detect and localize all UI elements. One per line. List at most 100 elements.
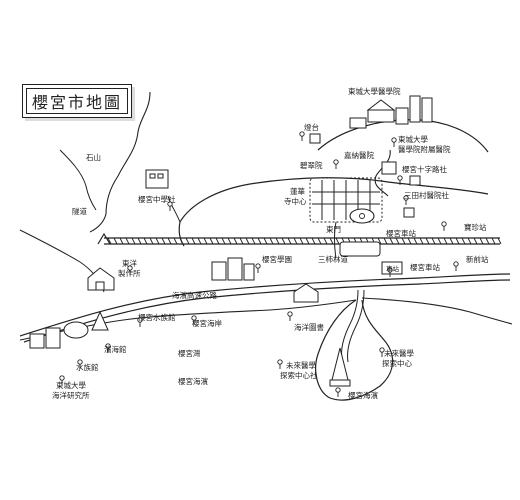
pin-head xyxy=(335,387,341,393)
rail-tie xyxy=(239,237,244,245)
pin-head xyxy=(59,375,65,381)
label-sakura-mall: 櫻宮車站 xyxy=(386,228,416,238)
pin-head xyxy=(287,311,293,317)
rail-tie xyxy=(263,237,268,245)
label-mountain: 石山 xyxy=(86,152,101,162)
pin-head xyxy=(379,347,385,353)
rail-tie xyxy=(419,237,424,245)
lighthouse-building xyxy=(309,133,321,144)
label-east-gate: 東門 xyxy=(326,224,341,234)
label-sakura-station: 櫻宮車站 xyxy=(410,262,440,272)
label-hospital-bottom: 醫學院附屬醫院 xyxy=(398,144,451,154)
rail-tie xyxy=(479,237,484,245)
rail-tie xyxy=(113,237,118,245)
rail-tie xyxy=(473,237,478,245)
rail-tie xyxy=(425,237,430,245)
mountain-ridge-2 xyxy=(59,149,97,211)
rail-tie xyxy=(497,237,502,245)
label-sanbashi-road: 三柿林道 xyxy=(318,254,348,264)
label-beach-house: 海洋圖書 xyxy=(294,322,324,332)
ring-road xyxy=(179,177,489,223)
pin-head xyxy=(167,201,173,207)
rail-tie xyxy=(395,237,400,245)
station-road xyxy=(334,221,337,259)
clinic-building xyxy=(403,207,415,218)
rail-tie xyxy=(191,237,196,245)
gakuen-building xyxy=(211,257,255,281)
rail-tie xyxy=(401,237,406,245)
hospital-building xyxy=(381,161,397,175)
rail-tie xyxy=(377,237,382,245)
label-lighthouse: 燈台 xyxy=(304,122,319,132)
label-university: 東城大學醫學院 xyxy=(348,86,401,96)
rail-tie xyxy=(245,237,250,245)
rail-tie xyxy=(389,237,394,245)
rail-tie xyxy=(383,237,388,245)
rail-tie xyxy=(215,237,220,245)
rail-tie xyxy=(335,237,340,245)
rail-tie xyxy=(461,237,466,245)
label-future-lab-bottom: 探索中心社 xyxy=(280,370,318,380)
pin-head xyxy=(127,265,133,271)
rail-tie xyxy=(251,237,256,245)
rail-tie xyxy=(275,237,280,245)
rail-tie xyxy=(281,237,286,245)
future-center-building xyxy=(329,347,351,387)
rail-tie xyxy=(449,237,454,245)
university-buildings xyxy=(349,95,433,129)
label-middle-school: 櫻宮中學社 xyxy=(138,194,176,204)
ring-road-left xyxy=(178,221,185,247)
pin-head xyxy=(333,159,339,165)
rail-tie xyxy=(185,237,190,245)
rail-tie xyxy=(119,237,124,245)
rail-tie xyxy=(167,237,172,245)
rail-tie xyxy=(443,237,448,245)
location-pins xyxy=(59,131,459,397)
beach-highway xyxy=(19,273,511,337)
label-sakura-sea: 櫻宮海濱 xyxy=(348,390,378,400)
label-sakura-bay: 櫻宮灣 xyxy=(178,348,201,358)
rail-tie xyxy=(233,237,238,245)
label-nanba-clinic: 嘉納醫院 xyxy=(344,150,374,160)
rail-tie xyxy=(413,237,418,245)
pin-head xyxy=(387,267,393,273)
label-hospital-top: 東城大學 xyxy=(398,134,428,144)
rail-tie xyxy=(143,237,148,245)
rail-tie xyxy=(149,237,154,245)
pin-head xyxy=(77,359,83,365)
pin-head xyxy=(299,131,305,137)
pin-head xyxy=(137,317,143,323)
label-sakura-church: 櫻宮十字路社 xyxy=(402,164,447,174)
rail-tie xyxy=(431,237,436,245)
label-kaiyo-top: 東洋 xyxy=(122,258,137,268)
aquarium-buildings xyxy=(29,310,109,349)
map-title: 櫻宮市地圖 xyxy=(26,88,128,114)
label-sakura-gakuen: 櫻宮學園 xyxy=(262,254,292,264)
rail-tie xyxy=(197,237,202,245)
railway xyxy=(104,237,502,245)
pin-head xyxy=(397,175,403,181)
station-building xyxy=(339,241,403,275)
label-kotobuki-station: 寶珍站 xyxy=(464,222,487,232)
rail-tie xyxy=(311,237,316,245)
hill-road xyxy=(374,149,391,197)
rail-tie xyxy=(107,237,112,245)
label-kaiyo-bottom: 製作所 xyxy=(118,268,141,278)
rail-tie xyxy=(323,237,328,245)
rail-tie xyxy=(125,237,130,245)
pin-head xyxy=(277,359,283,365)
rail-tie xyxy=(161,237,166,245)
map-title-box: 櫻宮市地圖 xyxy=(22,84,132,118)
peninsula-road-2 xyxy=(347,289,365,363)
rail-tie xyxy=(287,237,292,245)
middle-school-building xyxy=(145,169,169,189)
peninsula-road xyxy=(341,289,359,361)
factory-building xyxy=(87,267,115,291)
beach-house-building xyxy=(293,283,319,303)
rail-tie xyxy=(203,237,208,245)
pin-head xyxy=(191,315,197,321)
label-tunnel: 隧道 xyxy=(72,206,87,216)
church-building xyxy=(409,175,421,186)
rail-tie xyxy=(293,237,298,245)
